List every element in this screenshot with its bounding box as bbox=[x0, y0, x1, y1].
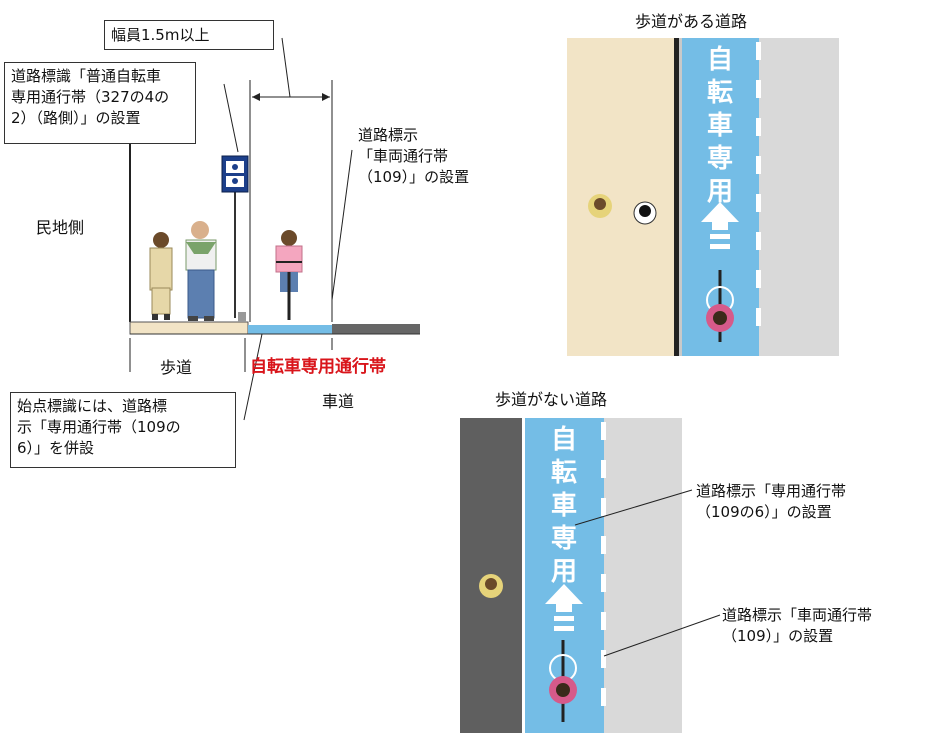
width-label: 幅員1.5m以上 bbox=[104, 20, 274, 50]
lane-character: 車 bbox=[707, 111, 733, 141]
lane-character: 転 bbox=[707, 78, 733, 108]
pedestrian-icon bbox=[149, 232, 173, 320]
cyclist-icon bbox=[706, 270, 734, 342]
cyclist-icon bbox=[549, 640, 577, 722]
arrow-up-icon bbox=[701, 202, 739, 249]
lane-text-without-sidewalk: 自転車専用 bbox=[551, 424, 577, 587]
lane-character: 用 bbox=[707, 177, 733, 207]
sidewalk-label: 歩道 bbox=[160, 358, 193, 377]
plan-with-sidewalk-drawing bbox=[567, 38, 839, 356]
sidewalk-strip bbox=[567, 38, 674, 356]
lane-character: 用 bbox=[551, 557, 577, 587]
lane-character: 自 bbox=[551, 424, 577, 455]
cross-section-drawing bbox=[129, 37, 420, 421]
plan-with-sidewalk-title: 歩道がある道路 bbox=[635, 12, 748, 31]
pedestrian-icon bbox=[185, 221, 217, 321]
lane-character: 専 bbox=[707, 144, 733, 174]
pedestrian-icon bbox=[633, 201, 657, 225]
lane-character: 車 bbox=[551, 491, 577, 521]
roadway-label: 車道 bbox=[322, 392, 355, 411]
arrow-up-icon bbox=[545, 584, 583, 631]
bike-lane-label: 自転車専用通行帯 bbox=[250, 357, 386, 377]
lane-character: 専 bbox=[551, 524, 577, 554]
dedicated-lane-callout: 道路標示「専用通行帯 （109の6）」の設置 bbox=[696, 482, 847, 521]
roadway-section bbox=[332, 324, 420, 334]
sidewalk-section bbox=[129, 321, 249, 335]
plan-without-sidewalk-title: 歩道がない道路 bbox=[495, 390, 608, 409]
roadway-strip bbox=[759, 38, 839, 356]
pedestrian-icon bbox=[479, 574, 503, 598]
roadway-strip bbox=[604, 418, 682, 733]
cyclist-icon bbox=[275, 230, 303, 320]
marking-label: 道路標示 「車両通行帯 （109）」の設置 bbox=[358, 126, 470, 186]
lane-text-with-sidewalk: 自転車専用 bbox=[707, 44, 733, 207]
plan-without-sidewalk-drawing bbox=[460, 418, 721, 733]
curb-line bbox=[674, 38, 679, 356]
lane-character: 転 bbox=[551, 458, 577, 488]
pedestrian-icon bbox=[588, 194, 612, 218]
private-side-label: 民地側 bbox=[36, 218, 85, 237]
sign-label: 道路標識「普通自転車 専用通行帯（327の4の 2）（路側）」の設置 bbox=[4, 62, 196, 144]
bike-lane-section bbox=[248, 325, 332, 334]
lane-character: 自 bbox=[707, 44, 733, 75]
vehicle-lane-callout: 道路標示「車両通行帯 （109）」の設置 bbox=[722, 606, 873, 645]
start-sign-label: 始点標識には、道路標 示「専用通行帯（109の 6）」を併設 bbox=[10, 392, 236, 468]
